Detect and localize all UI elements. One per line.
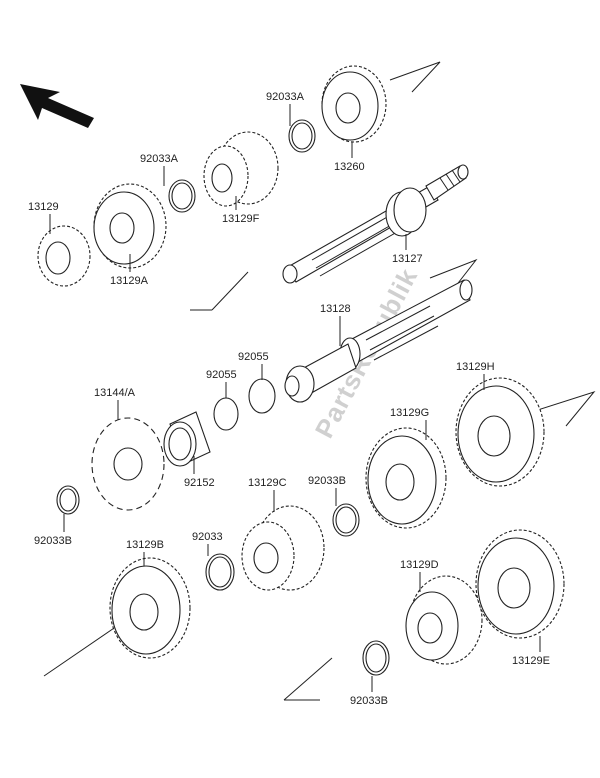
label-92055-a: 92055: [206, 369, 237, 381]
label-92033B-bottom: 92033B: [350, 695, 388, 707]
label-92033A-lower: 92033A: [140, 153, 179, 165]
label-13128: 13128: [320, 303, 351, 315]
circlip-92033B-middle[interactable]: [332, 503, 360, 537]
part-labels: 92033A 13260 92033A 13129F 13129 13129A …: [28, 91, 550, 707]
gear-13129A[interactable]: [93, 183, 167, 269]
label-13260: 13260: [334, 161, 365, 173]
gear-13129F[interactable]: [203, 131, 279, 207]
label-92033B-left: 92033B: [34, 535, 72, 547]
circlip-92033A-lower[interactable]: [168, 179, 196, 213]
label-13129G: 13129G: [390, 407, 429, 419]
gear-13260[interactable]: [321, 65, 387, 143]
label-13129F: 13129F: [222, 213, 260, 225]
gear-13129E[interactable]: [475, 529, 565, 639]
gear-13129D[interactable]: [405, 575, 483, 665]
shaft-13128[interactable]: [284, 279, 473, 403]
label-92033: 92033: [192, 531, 223, 543]
sprocket-13144A[interactable]: [91, 417, 165, 511]
shaft-13127[interactable]: [282, 164, 469, 284]
label-13129H: 13129H: [456, 361, 495, 373]
axis-lines: [43, 61, 596, 701]
oring-92055-a[interactable]: [213, 397, 239, 431]
label-13129A: 13129A: [110, 275, 149, 287]
circlip-92033B-left[interactable]: [56, 485, 80, 515]
circlip-92033B-bottom[interactable]: [362, 640, 390, 676]
leader-lines: [49, 104, 541, 692]
oring-92055-b[interactable]: [248, 378, 276, 414]
direction-arrow-icon: [20, 84, 94, 128]
label-13129B: 13129B: [126, 539, 164, 551]
gear-13129H[interactable]: [455, 377, 545, 487]
circlip-92033[interactable]: [205, 553, 235, 591]
label-92033B-middle: 92033B: [308, 475, 346, 487]
gear-13129C[interactable]: [241, 505, 325, 591]
label-13127: 13127: [392, 253, 423, 265]
gear-13129[interactable]: [37, 225, 91, 287]
label-13129D: 13129D: [400, 559, 439, 571]
label-13144A: 13144/A: [94, 387, 136, 399]
label-92055-b: 92055: [238, 351, 269, 363]
label-13129E: 13129E: [512, 655, 550, 667]
collar-92152[interactable]: [163, 411, 211, 467]
label-13129C: 13129C: [248, 477, 287, 489]
gear-13129B[interactable]: [109, 557, 191, 659]
label-92152: 92152: [184, 477, 215, 489]
gear-13129G[interactable]: [365, 427, 447, 529]
label-13129: 13129: [28, 201, 59, 213]
circlip-92033A-upper[interactable]: [288, 119, 316, 153]
label-92033A-upper: 92033A: [266, 91, 305, 103]
